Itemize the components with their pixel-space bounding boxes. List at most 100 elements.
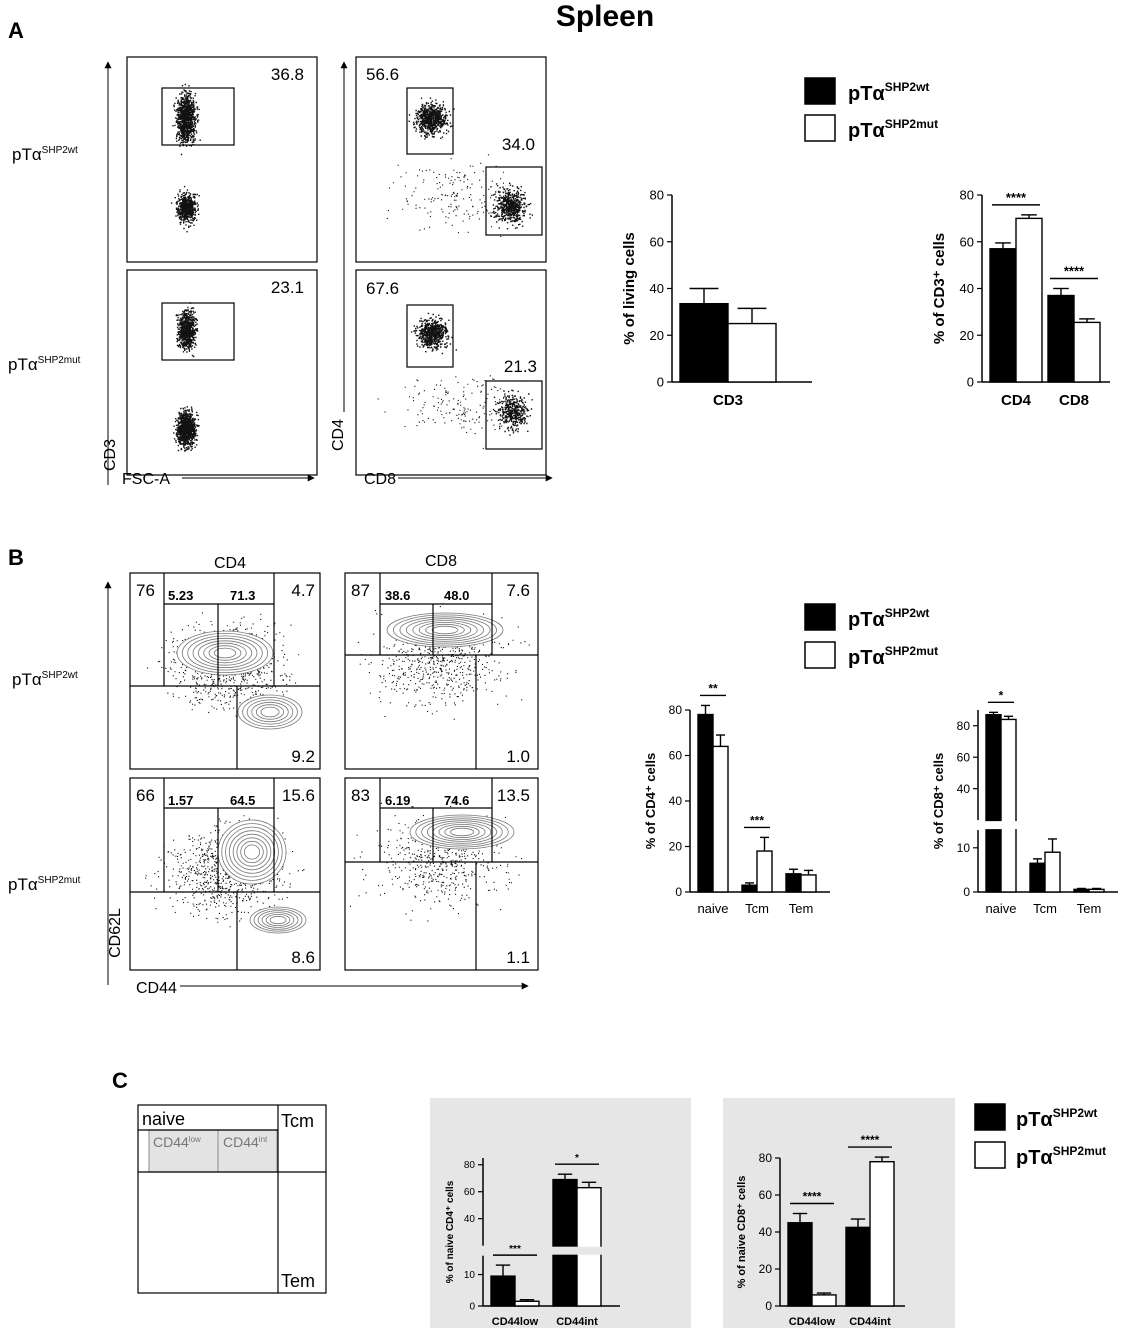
bar-wt-0: [989, 248, 1017, 383]
b-col-title-cd4: CD4: [214, 555, 246, 572]
contour-b-mut-cd4-tem: [249, 906, 307, 934]
bar-mut-2: [1088, 888, 1105, 893]
a-mut-cd4-value: 67.6: [366, 279, 399, 298]
x-tick-label: Tem: [1077, 901, 1102, 916]
schematic-frame: [137, 1104, 327, 1294]
schematic-int-label: CD44int: [223, 1134, 268, 1150]
contour-b-wt-cd8-naive-ring: [425, 623, 465, 637]
contour-b-mut-cd4-naive: [217, 819, 287, 885]
y-axis-label: % of CD4⁺ cells: [643, 753, 658, 849]
panel-label-a: A: [8, 18, 24, 43]
panel-a-flow: [126, 56, 547, 476]
b-wt-cd8-low: 38.6: [385, 588, 410, 603]
contour-b-wt-cd8-naive-ring: [392, 614, 497, 646]
figure-title: Spleen: [556, 0, 654, 33]
legend-a-wt-swatch: [804, 77, 836, 105]
flow-plot-b-mut-cd8: [344, 777, 539, 971]
axis-break-gap: [480, 1246, 620, 1255]
flow-dots-layer: [145, 83, 533, 931]
bar-mut-1: [756, 850, 773, 893]
y-axis-label: % of CD8⁺ cells: [931, 753, 946, 849]
legend-b-mut-swatch: [804, 641, 836, 669]
legend-a-wt-label: pTαSHP2wt: [848, 80, 929, 105]
y-axis-label: % of naive CD4⁺ cells: [445, 1180, 456, 1283]
legend-c-wt-swatch: [974, 1103, 1006, 1131]
legend-b-wt-label: pTαSHP2wt: [848, 606, 929, 631]
panel-c-bg-right: [723, 1098, 955, 1328]
y-tick-label: 40: [464, 1214, 476, 1225]
y-tick-label: 0: [469, 1302, 475, 1313]
b-col-title-cd8: CD8: [425, 553, 457, 570]
bar-mut-0: [1015, 217, 1043, 383]
dots-a-wt-cd8: [490, 182, 533, 230]
a-wt-cd3-value: 36.8: [271, 65, 304, 84]
a-y-label-cd4: CD4: [330, 419, 347, 451]
contour-b-wt-cd8-naive-ring: [431, 625, 459, 635]
x-tick-label: CD44int: [556, 1316, 598, 1328]
flow-plot-b-mut-cd4: [129, 777, 321, 971]
x-tick-label: CD44low: [492, 1316, 539, 1328]
y-tick-label: 40: [650, 281, 664, 296]
y-tick-label: 40: [960, 281, 974, 296]
x-tick-label: Tem: [789, 901, 814, 916]
y-axis-label: % of CD3⁺ cells: [931, 233, 948, 344]
bar-wt-0: [985, 714, 1002, 893]
y-tick-label: 20: [960, 328, 974, 343]
a-y-label-cd3: CD3: [102, 439, 119, 471]
b-mut-cd4-low: 1.57: [168, 793, 193, 808]
contour-b-wt-cd8-naive-ring: [412, 620, 478, 640]
contour-b-mut-cd4-naive-ring: [236, 837, 268, 867]
contour-b-wt-cd4-naive-ring: [187, 635, 263, 671]
legend-b-mut-label: pTαSHP2mut: [848, 644, 938, 669]
legend-a: pTαSHP2wt pTαSHP2mut: [804, 77, 938, 142]
dots-a-mut-cd3-pos: [175, 302, 199, 358]
y-tick-label: 0: [765, 1299, 772, 1313]
flow-contour-layer: [176, 612, 515, 934]
significance-label: ****: [803, 1190, 822, 1204]
legend-c-mut-swatch: [974, 1141, 1006, 1169]
significance-label: **: [708, 681, 718, 695]
gates-b-mut-cd8: [345, 778, 538, 970]
gate-a-wt-cd4: [406, 87, 454, 155]
dots-a-mut-cd8: [492, 389, 533, 436]
contour-b-mut-cd4-tem-ring: [257, 910, 299, 930]
contour-b-wt-cd8-naive-ring: [405, 618, 485, 642]
b-mut-cd8-tem: 1.1: [506, 948, 530, 967]
gate-a-mut-cd3: [161, 302, 235, 361]
bar-mut-1: [869, 1160, 895, 1307]
b-row-label-wt: pTαSHP2wt: [12, 670, 78, 689]
bar-mut-0: [727, 322, 777, 383]
significance-label: *: [999, 688, 1004, 702]
contour-b-mut-cd4-naive-ring: [232, 833, 272, 871]
y-tick-label: 40: [759, 1225, 773, 1239]
b-wt-cd4-low: 5.23: [168, 588, 193, 603]
b-row-label-mut: pTαSHP2mut: [8, 875, 81, 894]
a-x-label-cd8: CD8: [364, 471, 396, 488]
contour-b-wt-cd4-tem-ring: [251, 701, 289, 723]
contour-b-mut-cd4-naive-ring: [240, 840, 264, 864]
b-mut-cd8-low: 6.19: [385, 793, 410, 808]
x-tick-label: naive: [697, 901, 728, 916]
a-wt-cd8-value: 34.0: [502, 135, 535, 154]
a-x-label-fsc: FSC-A: [122, 471, 170, 488]
b-mut-cd4-tcm: 15.6: [282, 786, 315, 805]
b-wt-cd8-tem: 1.0: [506, 747, 530, 766]
contour-b-wt-cd4-naive-ring: [192, 637, 258, 669]
dots-a-wt-scatter: [386, 154, 504, 237]
flow-plot-b-wt-cd8: [344, 572, 539, 770]
x-tick-label: CD3: [713, 392, 743, 409]
y-tick-label: 40: [957, 782, 971, 796]
b-wt-cd4-naive: 76: [136, 581, 155, 600]
contour-b-wt-cd4-tem-ring: [255, 704, 285, 720]
significance-label: ****: [1006, 190, 1027, 205]
b-wt-cd4-tcm: 4.7: [291, 581, 315, 600]
y-tick-label: 60: [669, 749, 683, 763]
contour-b-mut-cd4-naive-ring: [225, 826, 279, 878]
gate-a-wt-cd8: [485, 166, 543, 236]
contour-b-mut-cd8-naive-ring: [409, 814, 515, 850]
significance-label: ****: [861, 1133, 880, 1147]
y-tick-label: 0: [967, 375, 974, 390]
